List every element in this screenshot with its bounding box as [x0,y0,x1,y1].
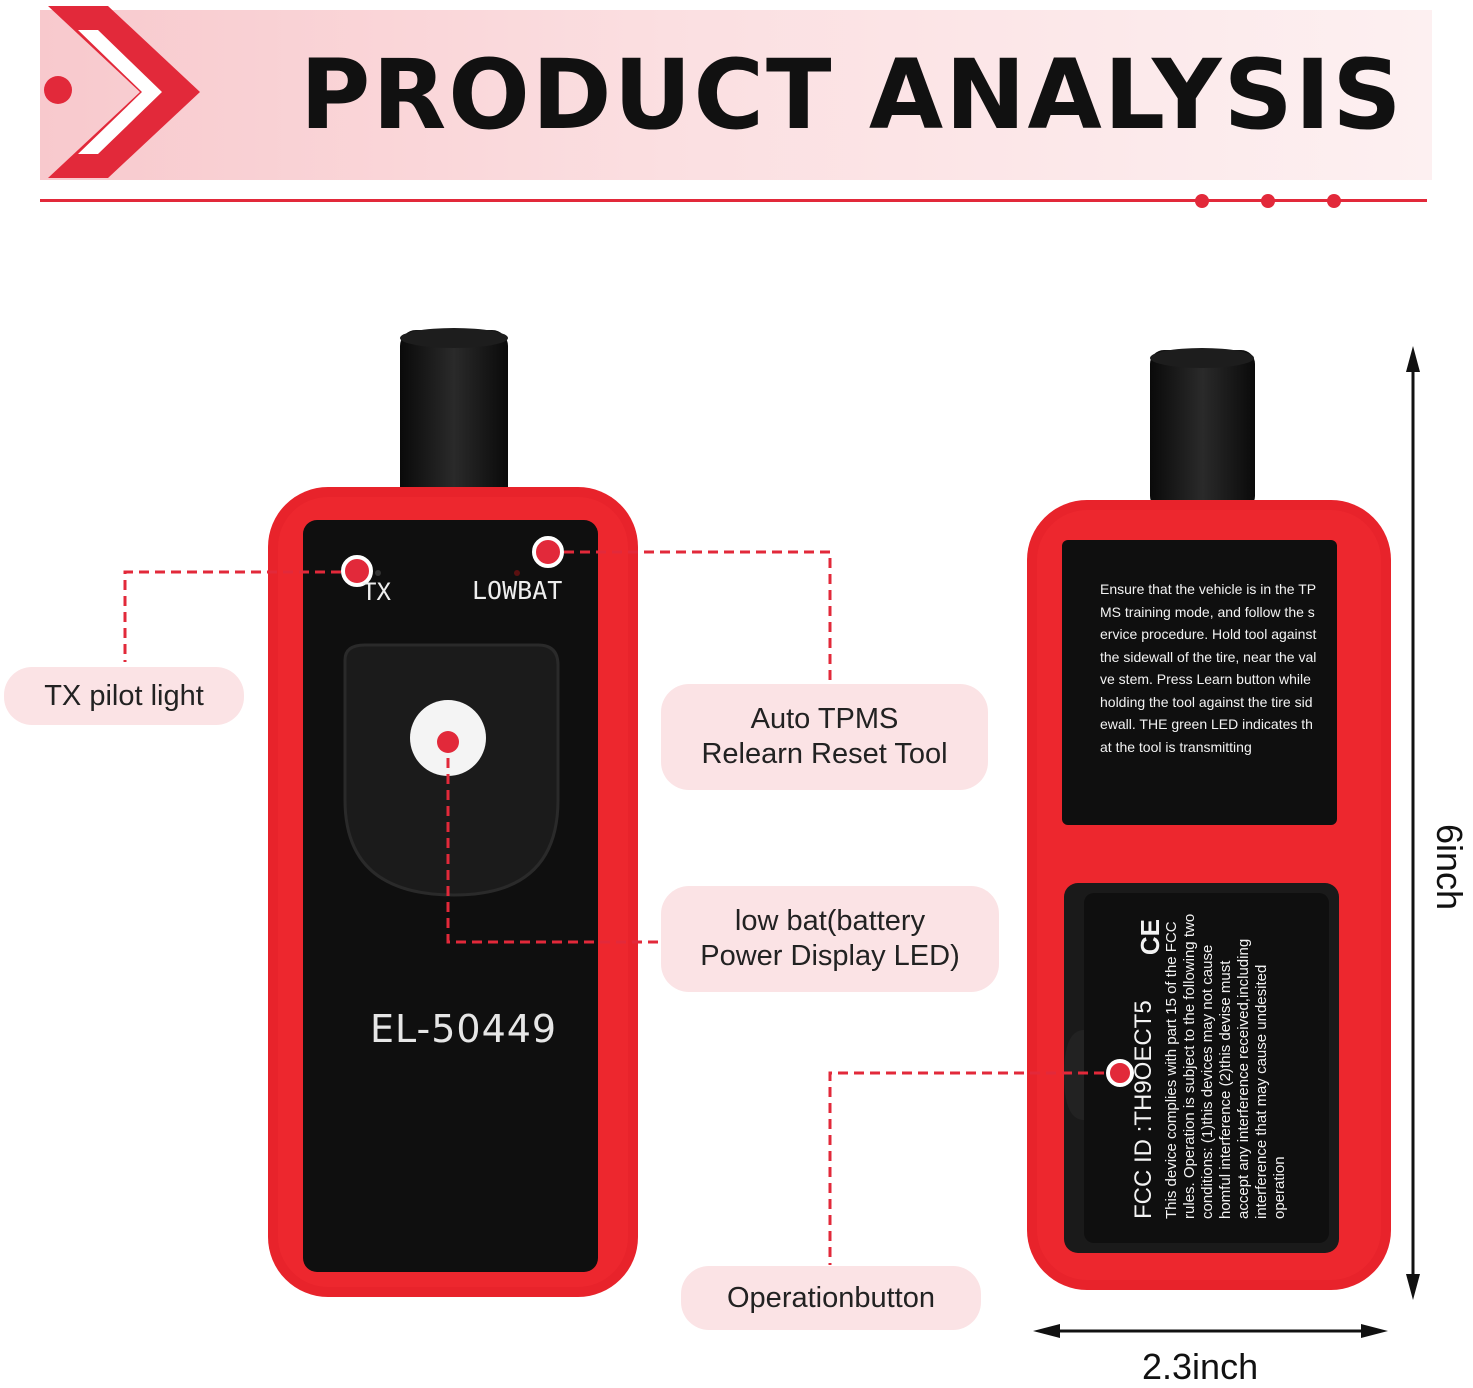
front-device [268,328,638,1297]
fcc-id: FCC ID :TH9OECT5 [1130,1000,1157,1219]
back-device [1027,348,1391,1290]
callout-tx-pilot-light: TX pilot light [4,667,244,725]
divider-dot [1195,194,1209,208]
divider-dot [1327,194,1341,208]
callout-operation-button: Operationbutton [681,1266,981,1330]
header-band [40,10,1432,180]
divider-dot [1261,194,1275,208]
height-dimension-label: 6inch [1429,824,1470,911]
header-divider [40,199,1427,202]
lowbat-label: LOWBAT [472,576,563,605]
tx-label: TX [362,578,391,606]
chevron-logo-icon [44,6,200,178]
page-title: PRODUCT ANALYSIS [300,39,1404,151]
callout-lines [123,550,1120,1265]
model-number: EL-50449 [370,1007,558,1051]
callout-markers [341,536,1134,1087]
fcc-compliance-text: This device complies with part 15 of the… [1163,913,1288,1219]
fcc-label: FCC ID :TH9OECT5 This device complies wi… [1123,903,1331,1229]
width-dimension-label: 2.3inch [1142,1346,1259,1387]
ce-mark: CE [1135,919,1165,956]
callout-low-bat-led: low bat(battery Power Display LED) [661,886,999,992]
instruction-label-text: Ensure that the vehicle is in the TPMS t… [1100,581,1317,755]
callout-auto-tpms: Auto TPMS Relearn Reset Tool [661,684,988,790]
dimension-arrows [1033,346,1420,1338]
